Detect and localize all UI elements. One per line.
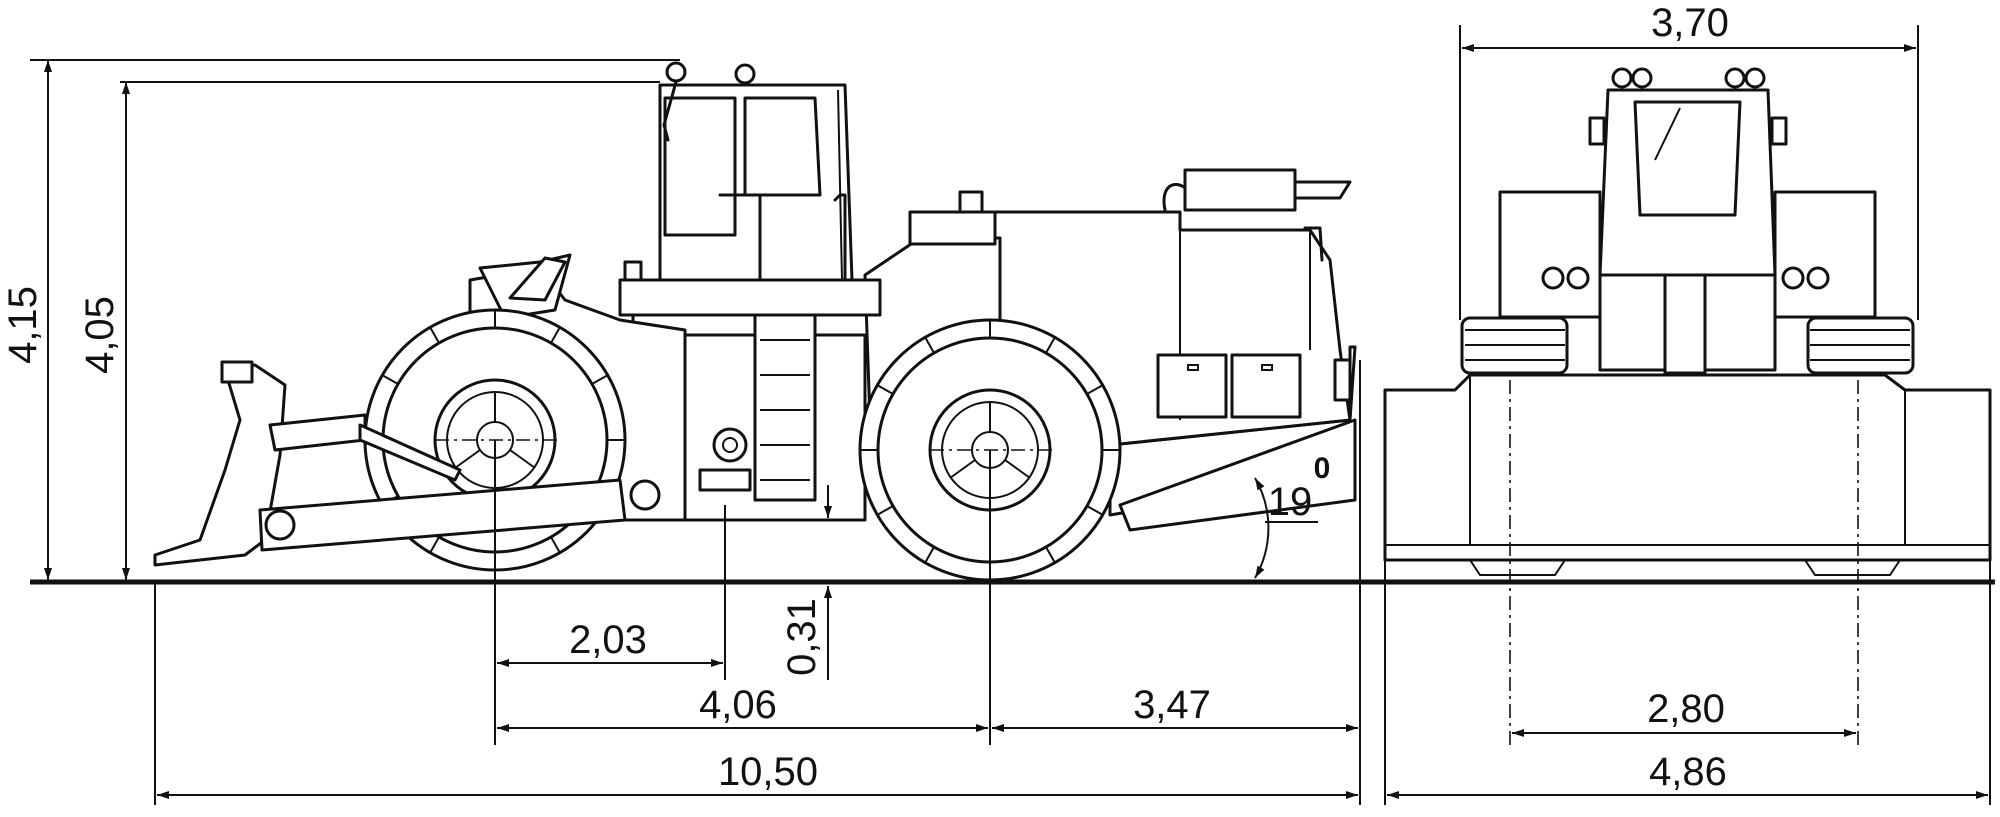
label-blade-width: 4,86 [1649,750,1727,794]
label-ground-clearance: 0,31 [780,598,824,676]
front-view-beacon-1 [1611,67,1633,89]
push-beam [258,478,627,552]
label-track-width: 2,80 [1647,687,1725,731]
label-wheelbase: 4,06 [699,683,777,727]
label-angle-unit: 0 [1314,452,1331,485]
front-view-beacon-3 [1724,67,1746,89]
dozer-blade [153,363,287,567]
air-cleaner [1183,168,1297,212]
beacon-front [665,61,687,83]
operator-cab [658,83,854,282]
front-view-cab [1598,88,1777,277]
label-departure-angle: 19 [1268,480,1313,524]
front-view-beacon-4 [1744,67,1766,89]
label-overall-width: 3,70 [1651,1,1729,45]
dimension-lines [30,25,1991,805]
front-view [1383,67,1992,750]
label-overall-height: 4,15 [1,286,45,364]
front-blade [1383,373,1992,562]
side-view [153,61,1357,582]
front-view-beacon-2 [1631,67,1653,89]
fuel-tank [908,210,997,246]
access-ladder [753,308,817,502]
label-blade-to-front-axle: 2,03 [569,618,647,662]
label-rear-axle-to-end: 3,47 [1133,683,1211,727]
label-cab-height: 4,05 [78,296,122,374]
label-overall-length: 10,50 [718,750,818,794]
beacon-rear [734,63,756,85]
